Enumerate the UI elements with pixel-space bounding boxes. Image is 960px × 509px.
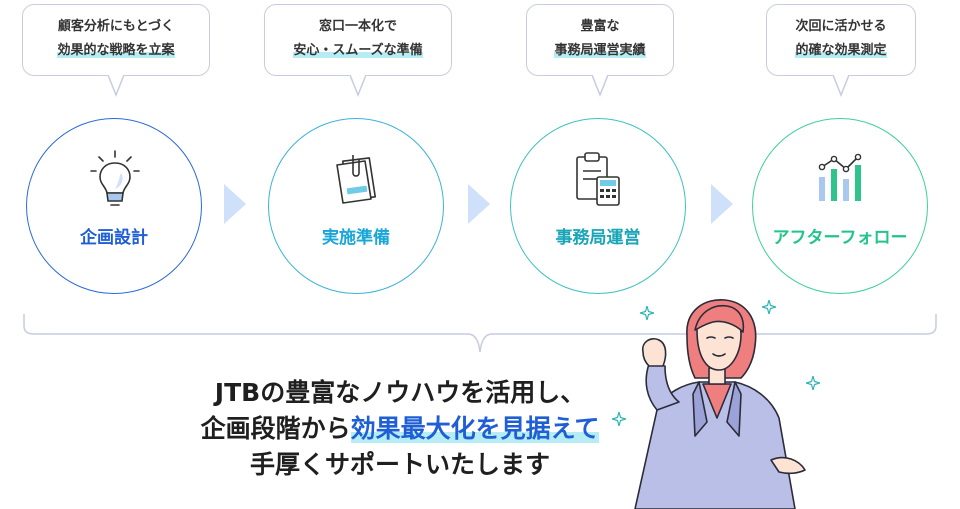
step-circle-3: 事務局運営 [510,118,686,294]
bubble-step-3: 豊富な 事務局運営実績 [526,4,674,76]
bubble-step-2-line2: 安心・スムーズな準備 [293,43,423,58]
bubble-step-2-line1: 窓口一本化で [318,19,397,34]
step-label-1: 企画設計 [80,228,148,248]
chart-graph-icon [818,153,862,201]
step-circle-2: 実施準備 [268,118,444,294]
sparkle-icon [640,306,654,320]
bubble-step-4-line1: 次回に活かせる [795,19,887,34]
bubble-tail-1 [108,75,124,97]
clipboard-calculator-icon [576,152,620,206]
message-line-3: 手厚くサポートいたします [249,450,550,479]
arrow-right-1 [224,184,246,224]
bubble-step-3-line1: 豊富な [580,19,620,34]
step-circle-1: 企画設計 [26,118,202,294]
step-circle-4: アフターフォロー [752,118,928,294]
grouping-brace [23,314,937,353]
message-line-2-emph: 効果最大化を見据えて [350,414,600,443]
arrow-right-3 [711,184,733,224]
bubble-tail-4 [833,75,849,97]
sparkle-icon [612,412,626,426]
bubble-step-3-line2: 事務局運営実績 [554,43,646,58]
businesswoman-illustration [634,299,806,509]
bubble-tail-2 [350,75,366,97]
message-line-2-pre: 企画段階から [200,414,351,443]
bubble-tail-3 [592,75,608,97]
step-label-4: アフターフォロー [772,228,908,248]
arrow-right-2 [468,184,490,224]
bubble-step-4-line2: 的確な効果測定 [795,43,887,58]
bubble-step-1-line1: 顧客分析にもとづく [57,19,175,34]
bubble-step-2: 窓口一本化で 安心・スムーズな準備 [264,4,452,76]
bubble-step-4: 次回に活かせる 的確な効果測定 [766,4,916,76]
lightbulb-icon [90,150,140,206]
message-line-1: JTBの豊富なノウハウを活用し、 [214,378,586,407]
step-label-3: 事務局運営 [555,228,641,248]
sparkle-icon [762,300,776,314]
main-message: JTBの豊富なノウハウを活用し、 企画段階から効果最大化を見据えて 手厚くサポー… [140,375,660,483]
bubble-step-1: 顧客分析にもとづく 効果的な戦略を立案 [22,4,210,76]
sparkle-icon [806,376,820,390]
message-line-2: 企画段階から効果最大化を見据えて [140,411,660,447]
step-label-2: 実施準備 [322,228,390,248]
bubble-step-1-line2: 効果的な戦略を立案 [57,43,175,58]
documents-clip-icon [336,155,377,204]
